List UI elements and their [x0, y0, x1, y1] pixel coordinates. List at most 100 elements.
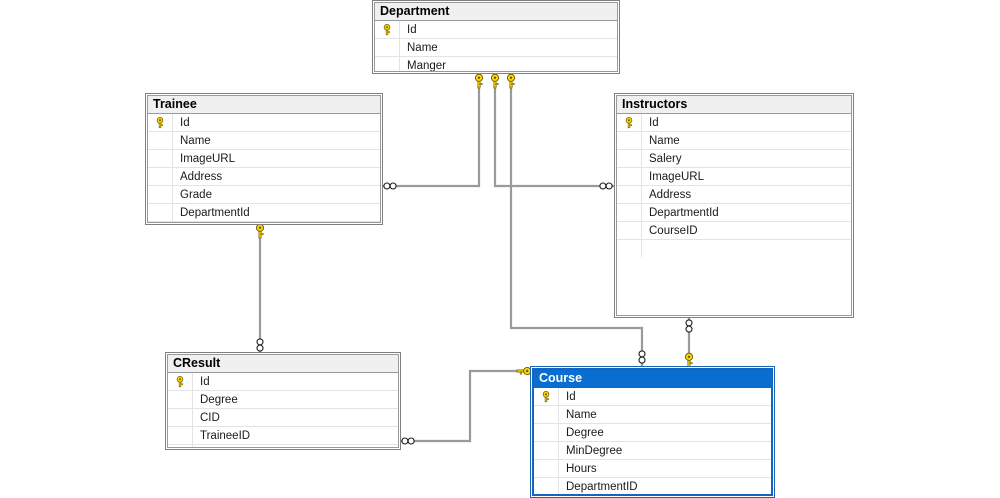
row-gutter — [617, 132, 642, 149]
table-row[interactable]: Id — [375, 21, 617, 39]
table-row[interactable]: Name — [617, 132, 851, 150]
relationship-key-icon — [684, 352, 694, 368]
relationship-key-icon — [490, 73, 500, 89]
table-row[interactable]: ImageURL — [617, 168, 851, 186]
column-name: ImageURL — [649, 170, 704, 183]
relationship-line[interactable] — [493, 75, 614, 188]
column-name: Grade — [180, 188, 212, 201]
relationship-line[interactable] — [383, 75, 481, 188]
table-row[interactable]: Hours — [534, 460, 771, 478]
relationship-key-icon — [516, 366, 532, 376]
column-name: CID — [200, 411, 220, 424]
column-name: ImageURL — [180, 152, 235, 165]
relationship-key-icon — [255, 223, 265, 239]
relationship-dept-trainee[interactable] — [383, 73, 484, 190]
table-row[interactable]: DepartmentId — [148, 204, 380, 222]
row-gutter — [617, 168, 642, 185]
row-gutter — [168, 391, 193, 408]
empty-row[interactable] — [148, 222, 380, 223]
row-gutter — [617, 240, 642, 257]
relationship-dept-instructors[interactable] — [490, 73, 614, 190]
empty-row[interactable] — [168, 445, 398, 447]
relationship-many-icon — [638, 350, 646, 364]
table-row[interactable]: MinDegree — [534, 442, 771, 460]
table-row[interactable]: Id — [617, 114, 851, 132]
table-row[interactable]: ImageURL — [148, 150, 380, 168]
table-row[interactable]: Salery — [617, 150, 851, 168]
column-name: Name — [566, 408, 597, 421]
table-row[interactable]: Manger — [375, 57, 617, 71]
relationship-many-icon — [599, 182, 613, 190]
table-row[interactable]: TraineeID — [168, 427, 398, 445]
table-title[interactable]: Trainee — [148, 96, 380, 114]
primary-key-icon — [168, 373, 193, 390]
table-row[interactable]: CID — [168, 409, 398, 427]
table-row[interactable]: Name — [375, 39, 617, 57]
row-gutter — [617, 150, 642, 167]
primary-key-icon — [375, 21, 400, 38]
primary-key-icon — [148, 114, 173, 131]
relationship-line[interactable] — [401, 369, 530, 443]
column-name: Name — [649, 134, 680, 147]
table-row[interactable]: Id — [534, 388, 771, 406]
relationship-many-icon — [256, 338, 264, 352]
column-name: DepartmentId — [180, 206, 250, 219]
row-gutter — [617, 186, 642, 203]
column-name: Id — [566, 390, 576, 403]
row-gutter — [534, 460, 559, 477]
table-row[interactable]: Id — [168, 373, 398, 391]
column-name: Id — [200, 375, 210, 388]
relationship-many-icon — [685, 319, 693, 333]
row-gutter — [617, 204, 642, 221]
relationship-course-instructors[interactable] — [684, 318, 694, 368]
table-row[interactable]: Id — [148, 114, 380, 132]
table-row[interactable]: Degree — [534, 424, 771, 442]
row-gutter — [168, 427, 193, 444]
table-row[interactable]: CourseID — [617, 222, 851, 240]
row-gutter — [148, 150, 173, 167]
table-row[interactable]: Name — [148, 132, 380, 150]
column-name: CourseID — [649, 224, 698, 237]
table-row[interactable]: DepartmentID — [534, 478, 771, 494]
column-name: Hours — [566, 462, 597, 475]
table-row[interactable]: Address — [617, 186, 851, 204]
table-title[interactable]: Department — [375, 3, 617, 21]
row-gutter — [168, 409, 193, 426]
column-name: DepartmentID — [566, 480, 638, 493]
table-row[interactable]: Degree — [168, 391, 398, 409]
empty-row[interactable] — [617, 240, 851, 257]
row-gutter — [617, 222, 642, 239]
row-gutter — [534, 424, 559, 441]
table-title[interactable]: Instructors — [617, 96, 851, 114]
row-gutter — [148, 204, 173, 221]
column-name: Id — [407, 23, 417, 36]
table-title[interactable]: CResult — [168, 355, 398, 373]
column-name: MinDegree — [566, 444, 623, 457]
relationship-course-cresult[interactable] — [401, 366, 532, 445]
table-title[interactable]: Course — [534, 370, 771, 388]
row-gutter — [148, 222, 173, 223]
row-gutter — [168, 445, 193, 447]
row-gutter — [148, 132, 173, 149]
column-name: Id — [649, 116, 659, 129]
table-row[interactable]: Name — [534, 406, 771, 424]
table-row[interactable]: Address — [148, 168, 380, 186]
relationship-many-icon — [383, 182, 397, 190]
table-row[interactable]: DepartmentId — [617, 204, 851, 222]
row-gutter — [534, 442, 559, 459]
primary-key-icon — [534, 388, 559, 405]
relationship-key-icon — [474, 73, 484, 89]
relationship-trainee-cresult[interactable] — [255, 223, 265, 352]
table-row[interactable]: Grade — [148, 186, 380, 204]
